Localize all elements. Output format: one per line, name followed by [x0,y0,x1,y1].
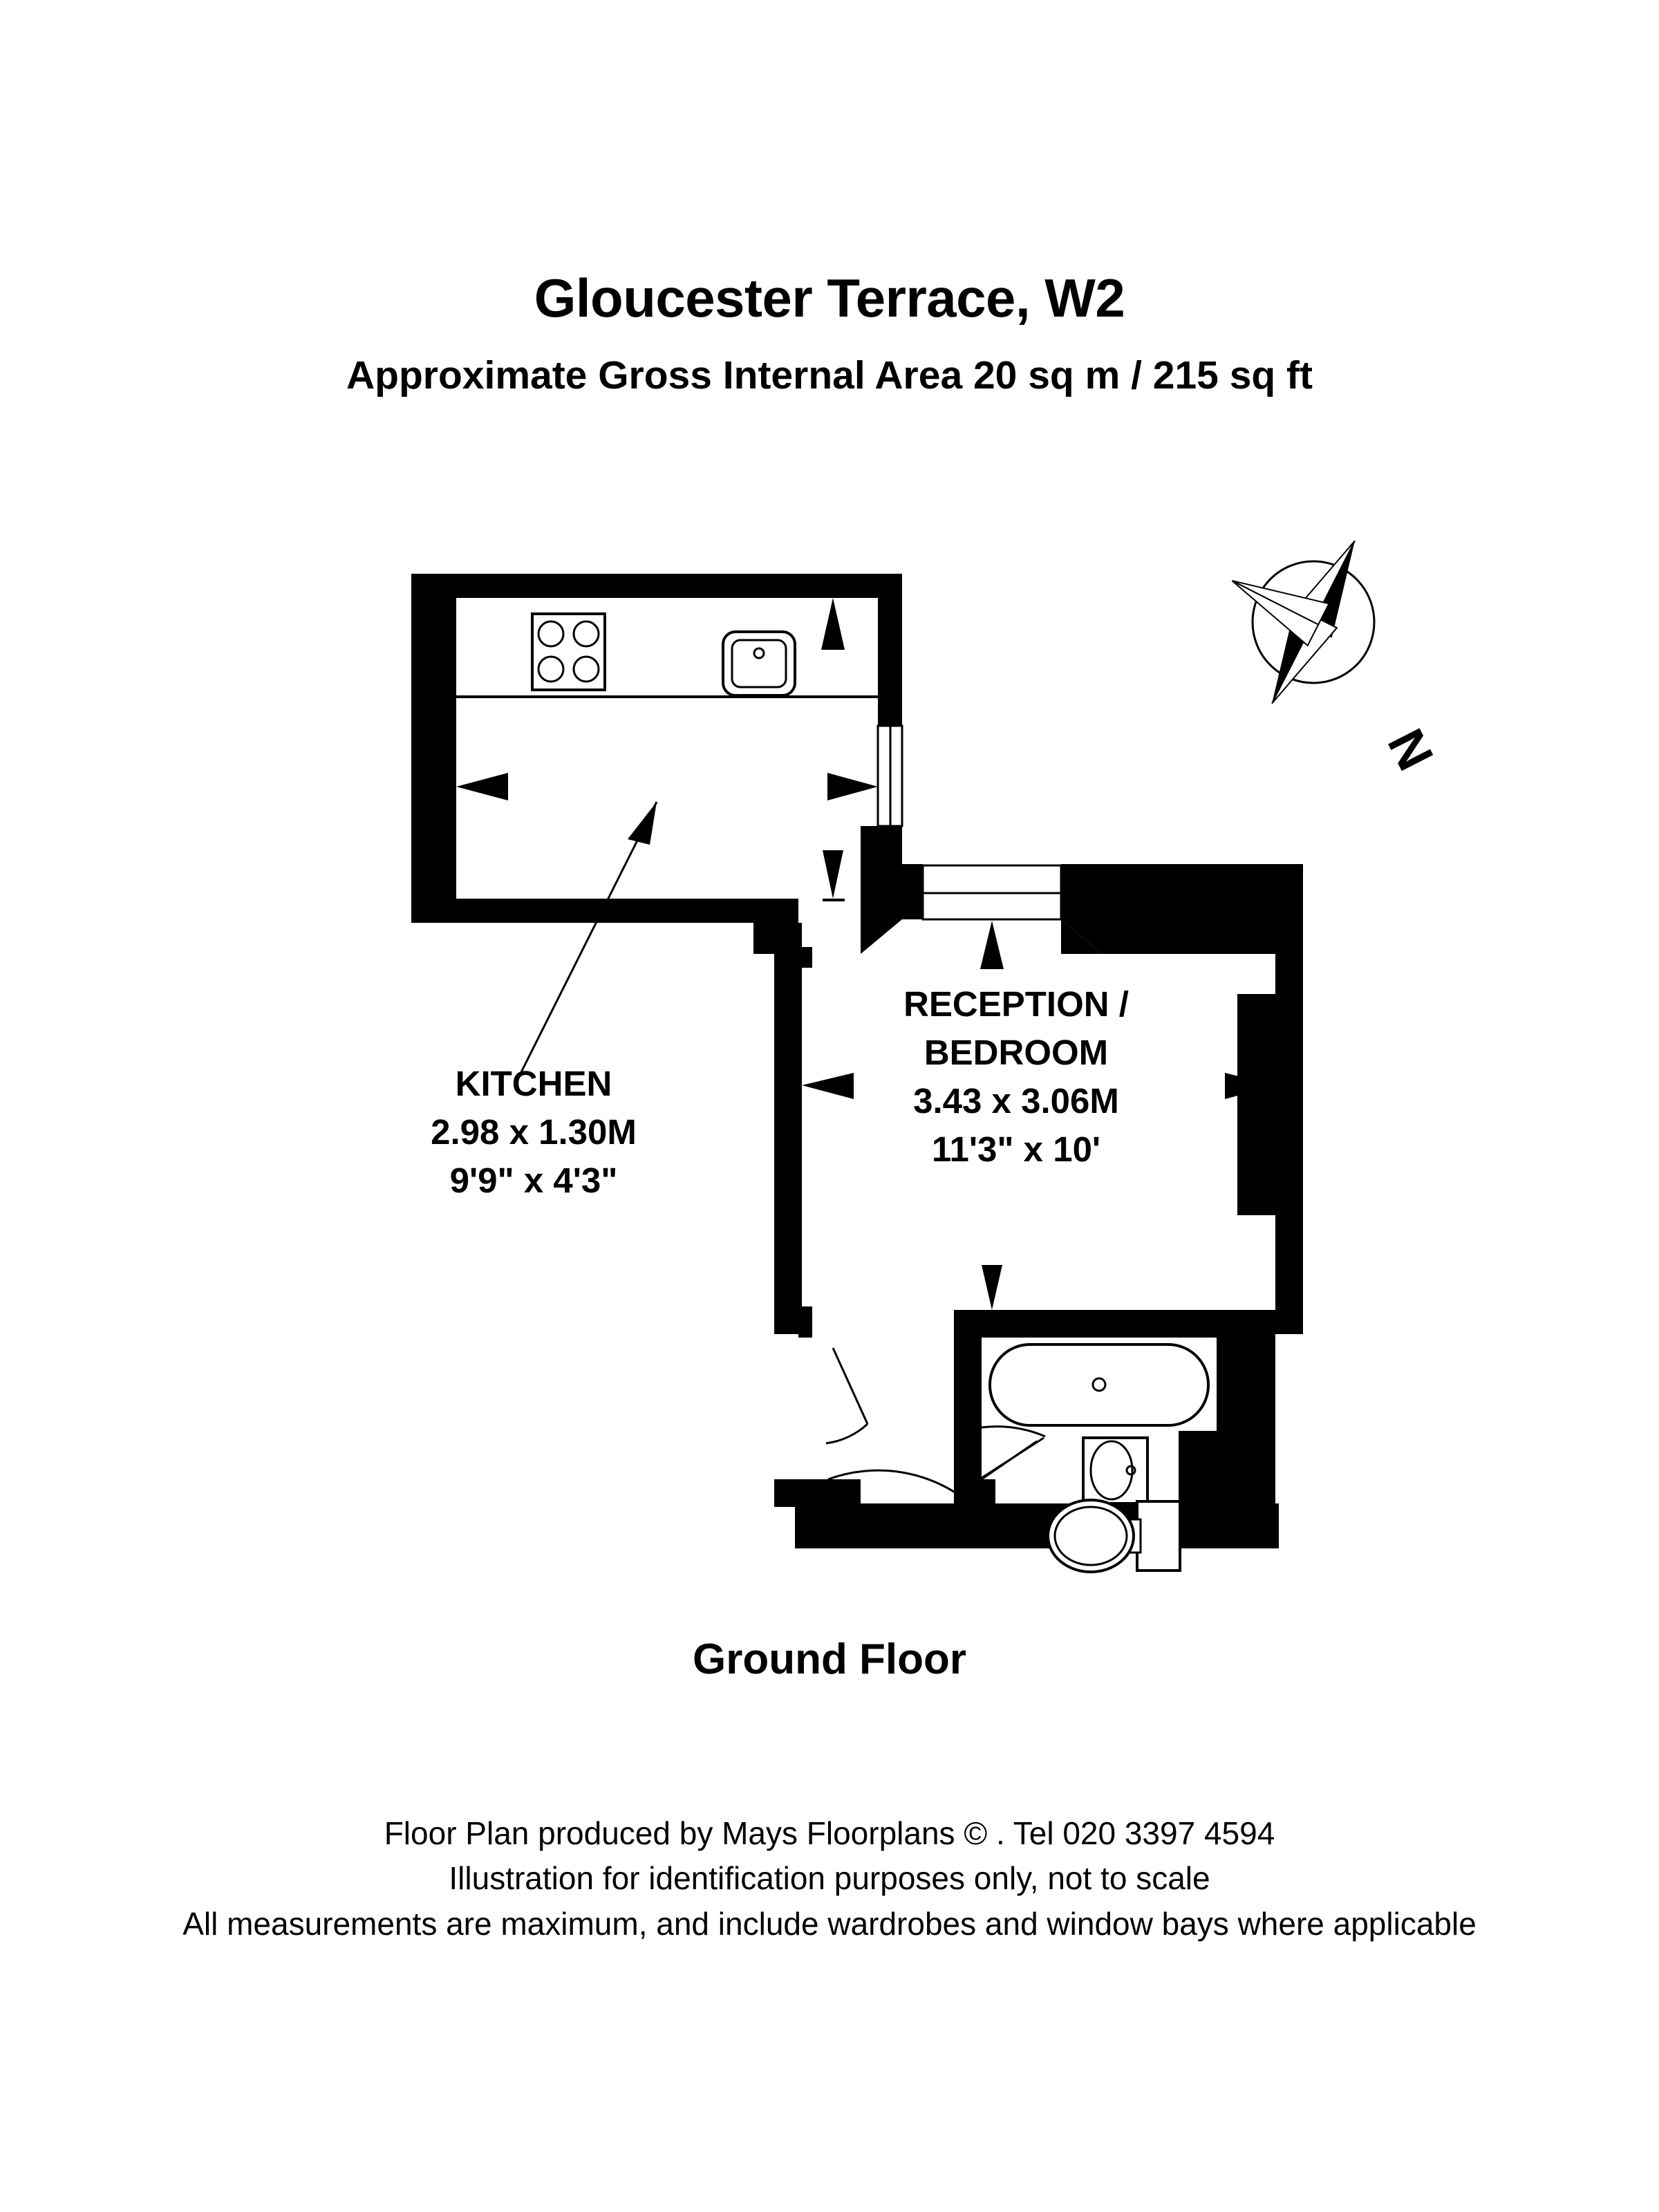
kitchen-floor [456,598,878,899]
reception-label-imperial: 11'3" x 10' [932,1130,1100,1169]
kitchen-leader-line [519,801,658,1074]
dim-arrow-kitchen-right [827,773,878,800]
dim-arrow-kitchen-down [823,850,843,899]
kitchen-label-imperial: 9'9" x 4'3" [450,1161,618,1200]
hob-icon [531,612,606,691]
dim-arrow-reception-down [982,1265,1002,1310]
dim-arrow-reception-up [980,921,1004,969]
kitchen-wall-bottom [411,899,798,923]
compass-north-icon: N [1231,540,1445,779]
room-labels-group: KITCHEN 2.98 x 1.30M 9'9" x 4'3" RECEPTI… [431,984,1129,1200]
hall-wall-nib-mid [798,1306,812,1338]
reception-bay-head-left [902,864,923,919]
footer: Floor Plan produced by Mays Floorplans ©… [0,1811,1659,1947]
wash-basin-icon [1082,1436,1149,1505]
kitchen-wall-left [411,574,456,923]
bathroom-wall-top [954,1310,1275,1338]
dim-arrow-kitchen-up [821,598,845,650]
kitchen-wall-right-upper [878,574,902,726]
dim-arrow-reception-left [802,1073,854,1099]
reception-label-metric: 3.43 x 3.06M [913,1081,1119,1121]
entrance-door-icon [827,1469,972,1506]
sink-icon [722,630,796,697]
compass-label: N [1377,720,1445,779]
page-title: Gloucester Terrace, W2 [534,268,1125,328]
bathroom-fixtures-group [982,1338,1217,1573]
floorplan-svg: N KITCHEN 2.98 x 1.30M 9'9" x 4'3" RECEP… [411,540,1445,1573]
dim-arrow-kitchen-left [456,773,508,800]
bathroom-wall-right [1217,1338,1275,1427]
reception-chamfer-left [861,864,902,954]
kitchen-wall-top [411,574,902,598]
kitchen-label-metric: 2.98 x 1.30M [431,1112,637,1152]
wall-mass-group [411,574,1303,1548]
bathroom-door-icon [981,1425,1046,1481]
reception-wall-alcove [1237,994,1275,1215]
reception-chamfer-right [1061,919,1103,954]
plan-wall-bottom [795,1503,1279,1548]
hall-wall-nib-top [798,947,812,968]
floor-caption: Ground Floor [692,1635,967,1683]
floorplan-drawing: N KITCHEN 2.98 x 1.30M 9'9" x 4'3" RECEP… [0,512,1659,1631]
entrance-door-jamb [971,1479,995,1507]
footer-line-measurements: All measurements are maximum, and includ… [182,1905,1477,1942]
toilet-icon [1047,1499,1181,1573]
bathtub-icon [982,1338,1217,1431]
kitchen-leader-arrowhead [628,802,657,845]
area-subtitle: Approximate Gross Internal Area 20 sq m … [346,353,1313,397]
doors-group [825,1347,1046,1506]
kitchen-fixtures-group [456,612,878,698]
reception-wall-right [1275,864,1303,1334]
dimension-arrows-group [456,598,1275,1310]
cupboard-door-icon [825,1347,869,1445]
reception-label-name-2: BEDROOM [924,1033,1108,1072]
dim-arrow-reception-right [1225,1073,1275,1099]
footer-line-producer: Floor Plan produced by Mays Floorplans ©… [384,1815,1275,1851]
reception-label-name-1: RECEPTION / [903,984,1129,1024]
header: Gloucester Terrace, W2 Approximate Gross… [0,0,1659,395]
kitchen-label-name: KITCHEN [456,1064,612,1103]
hall-wall-left [774,923,802,1334]
footer-line-disclaimer: Illustration for identification purposes… [449,1860,1210,1897]
hall-wall-bottom-left [774,1479,861,1507]
